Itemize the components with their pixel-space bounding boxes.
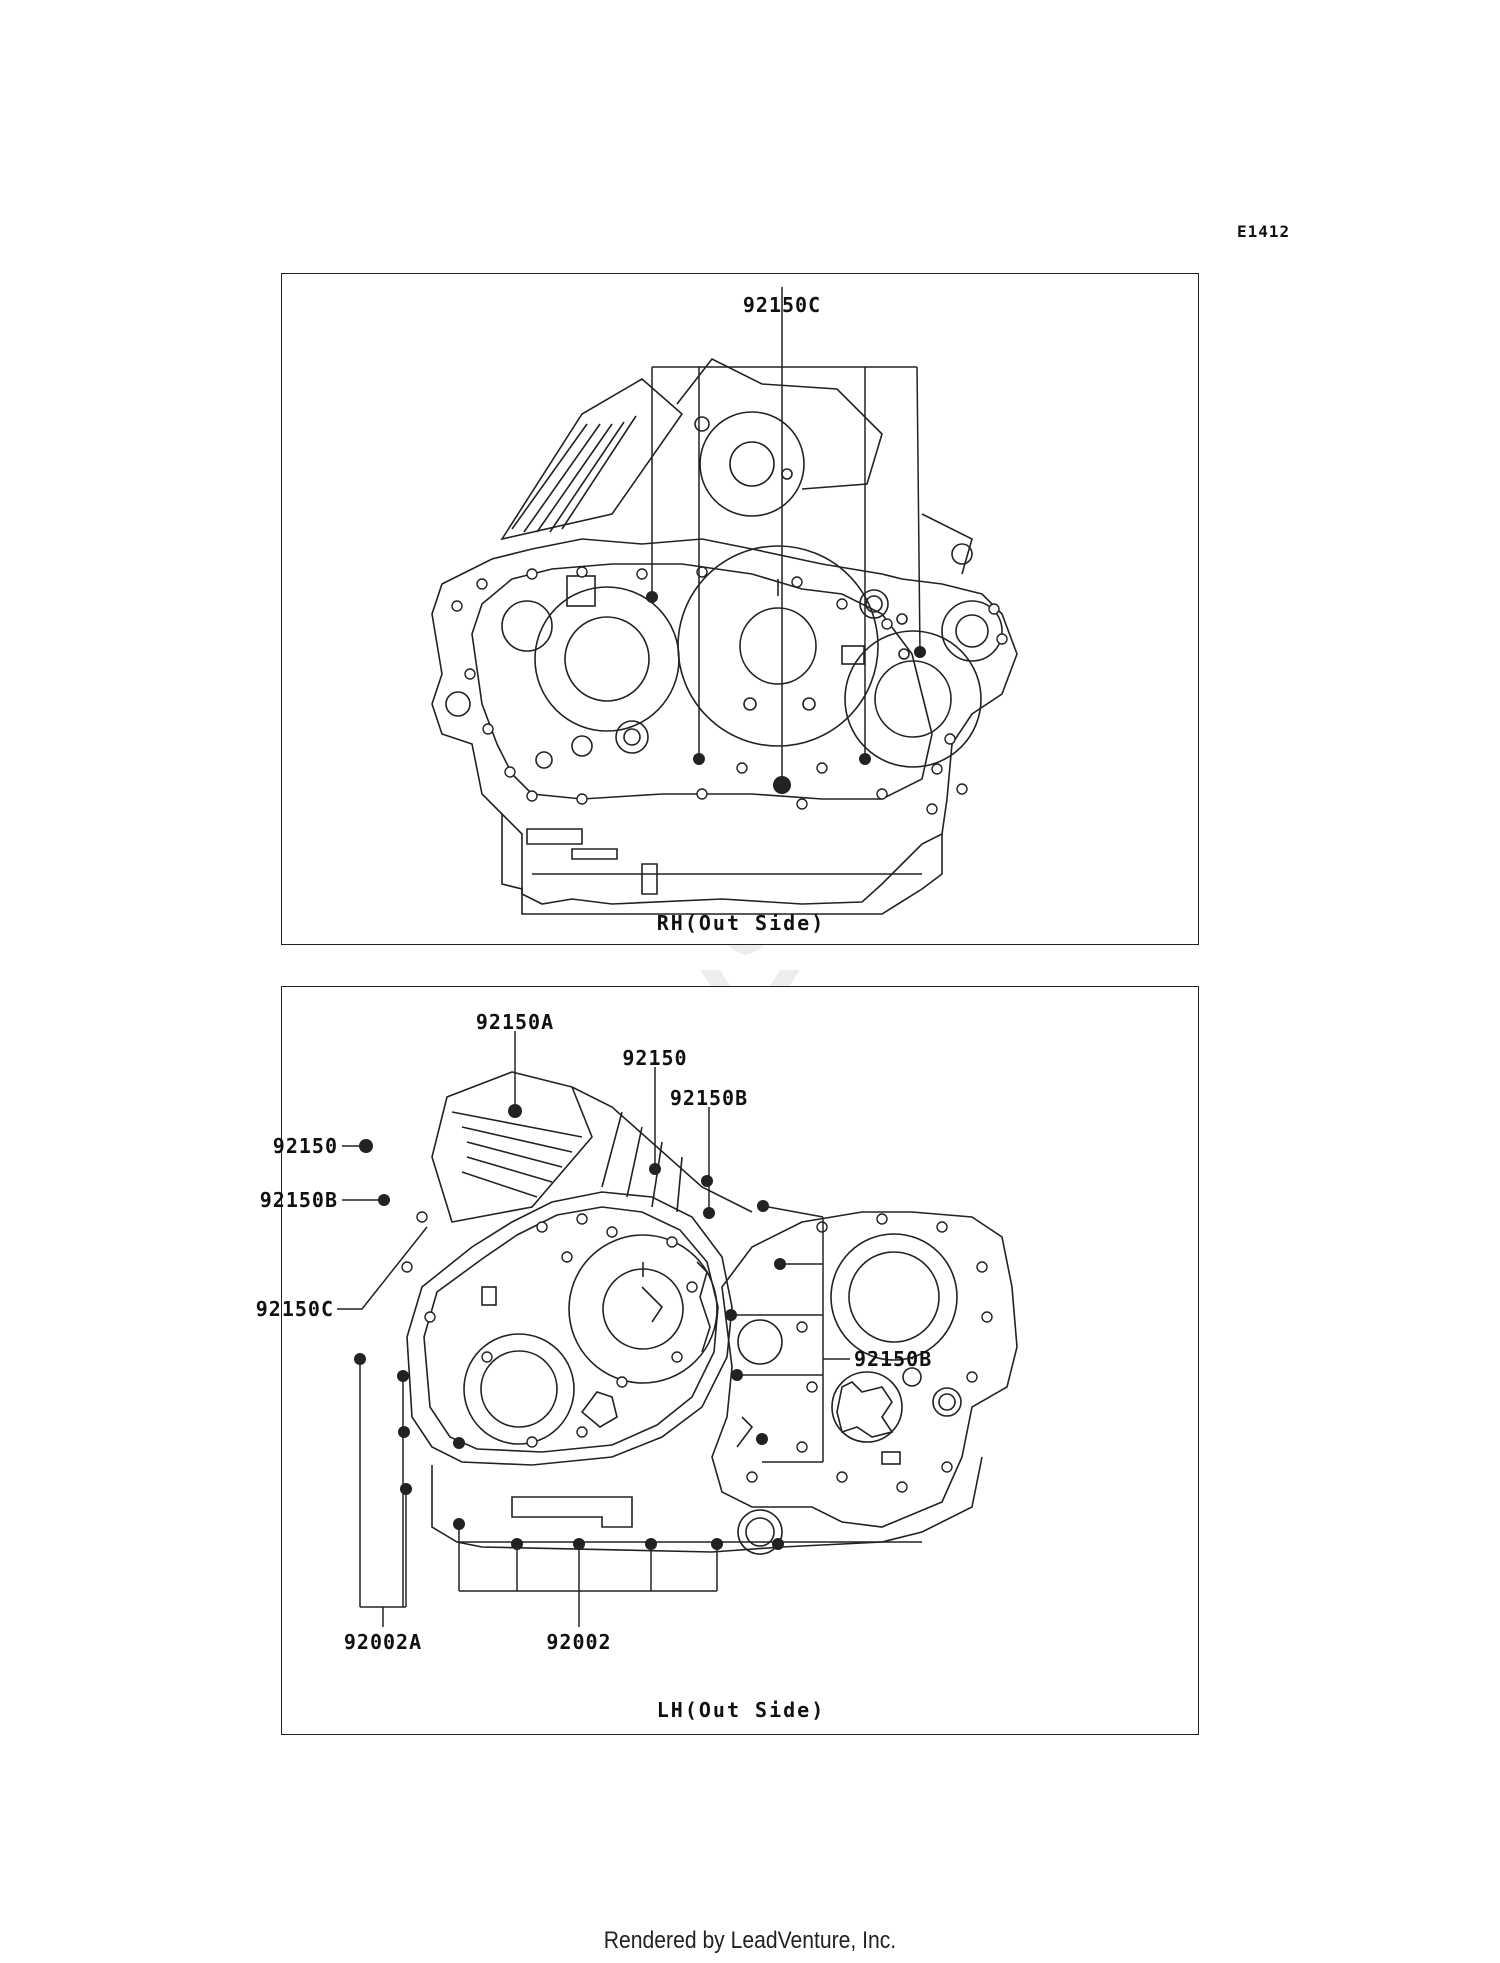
footer-credit: Rendered by LeadVenture, Inc.: [603, 1927, 897, 1954]
callout-92150-left: 92150: [273, 1134, 338, 1158]
lh-crankcase-drawing: 92150A 92150 92150B 92150 92150B 92150C …: [256, 1010, 1018, 1722]
callout-92002a: 92002A: [344, 1630, 422, 1654]
callout-92150b-top: 92150B: [670, 1086, 748, 1110]
lh-caption: LH(Out Side): [657, 1698, 826, 1722]
rh-crankcase-drawing: 92150C RH(Out Side): [431, 287, 1018, 935]
rh-out-side-panel: 92150C RH(Out Side): [281, 273, 1199, 945]
callout-92150-top: 92150: [622, 1046, 687, 1070]
callout-92150c: 92150C: [743, 293, 821, 317]
callout-92150a: 92150A: [476, 1010, 554, 1034]
callout-92150b-right: 92150B: [854, 1347, 932, 1371]
callout-92150c: 92150C: [256, 1297, 334, 1321]
rh-caption: RH(Out Side): [657, 911, 826, 935]
diagram-code: E1412: [1237, 222, 1291, 241]
callout-92150b-left: 92150B: [260, 1188, 338, 1212]
lh-out-side-panel: 92150A 92150 92150B 92150 92150B 92150C …: [256, 986, 1199, 1735]
callout-92002: 92002: [546, 1630, 611, 1654]
